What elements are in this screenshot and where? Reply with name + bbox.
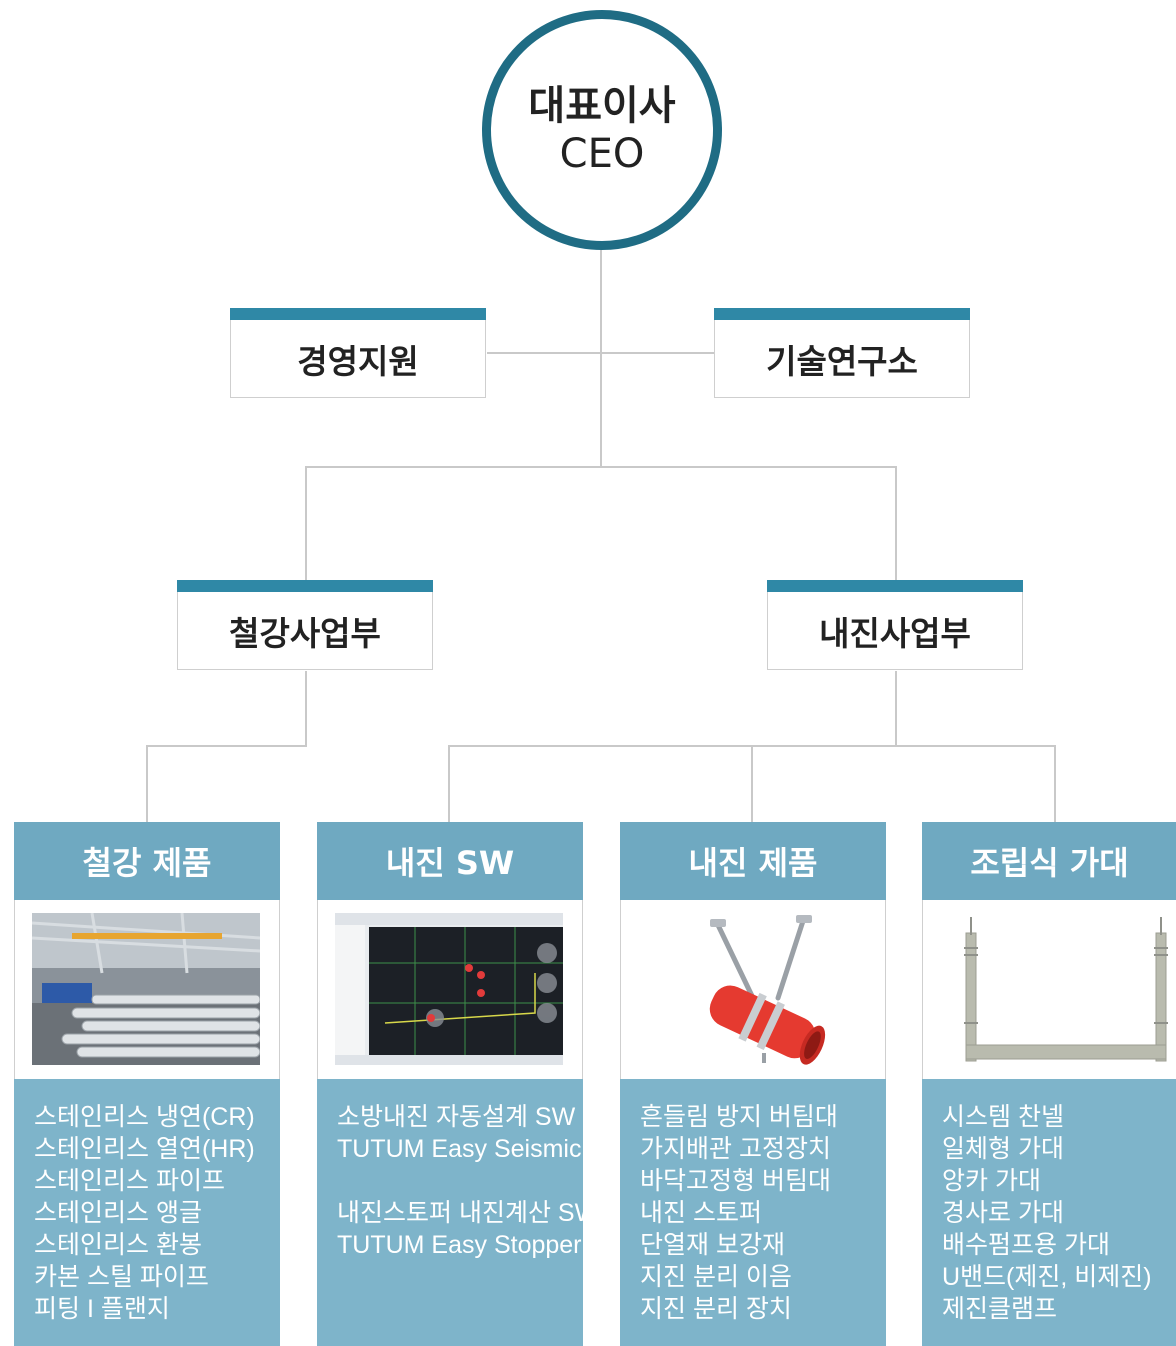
list-item: 소방내진 자동설계 SW <box>337 1103 576 1131</box>
list-item: 지진 분리 이음 <box>640 1263 792 1291</box>
list-item: 일체형 가대 <box>942 1135 1064 1163</box>
steel-factory-photo-icon <box>32 913 260 1065</box>
card-title: 조립식 가대 <box>922 822 1176 900</box>
node-label: 철강사업부 <box>229 614 381 653</box>
list-item: 스테인리스 환봉 <box>34 1231 202 1259</box>
list-item: TUTUM Easy Stopper <box>337 1231 582 1259</box>
list-item: 카본 스틸 파이프 <box>34 1263 209 1291</box>
list-item: 스테인리스 열연(HR) <box>34 1135 255 1163</box>
sway-brace-product-icon <box>638 913 866 1065</box>
connector-line <box>305 466 307 581</box>
list-item: 제진클램프 <box>942 1295 1058 1323</box>
card-title: 내진 SW <box>317 822 583 900</box>
connector-line <box>146 745 307 747</box>
division-node-seismic: 내진사업부 <box>767 580 1023 670</box>
product-card-steel: 철강 제품 스테인리스 냉연(CR) 스테인리스 열연(HR) 스테인리스 파이… <box>14 822 280 1346</box>
list-item: TUTUM Easy Seismic <box>337 1135 582 1163</box>
card-item-list: 스테인리스 냉연(CR) 스테인리스 열연(HR) 스테인리스 파이프 스테인리… <box>14 1079 280 1346</box>
card-item-list: 흔들림 방지 버팀대 가지배관 고정장치 바닥고정형 버팀대 내진 스토퍼 단열… <box>620 1079 886 1346</box>
node-accent-bar <box>177 580 433 592</box>
node-label: 기술연구소 <box>766 342 918 381</box>
node-accent-bar <box>767 580 1023 592</box>
product-card-seismic-products: 내진 제품 흔들림 방지 버팀대 가지배관 고정장치 바닥고정형 버팀대 내진 … <box>620 822 886 1346</box>
connector-line <box>305 671 307 747</box>
list-item: 내진스토퍼 내진계산 SW <box>337 1199 599 1227</box>
connector-line <box>1054 745 1056 823</box>
card-item-list: 소방내진 자동설계 SW TUTUM Easy Seismic 내진스토퍼 내진… <box>317 1079 599 1346</box>
node-accent-bar <box>230 308 486 320</box>
ceo-title-ko: 대표이사 <box>528 83 676 129</box>
list-item: 가지배관 고정장치 <box>640 1135 831 1163</box>
ceo-title-en: CEO <box>559 131 645 177</box>
list-item: 내진 스토퍼 <box>640 1199 762 1227</box>
prefab-frame-icon <box>940 913 1168 1065</box>
list-item: 경사로 가대 <box>942 1199 1064 1227</box>
division-node-steel: 철강사업부 <box>177 580 433 670</box>
node-label: 내진사업부 <box>819 614 971 653</box>
connector-line <box>487 352 715 354</box>
connector-line <box>600 245 602 467</box>
card-title: 내진 제품 <box>620 822 886 900</box>
connector-line <box>448 745 450 823</box>
list-item: 스테인리스 앵글 <box>34 1199 202 1227</box>
list-item: 시스템 찬넬 <box>942 1103 1064 1131</box>
list-item: 배수펌프용 가대 <box>942 1231 1110 1259</box>
list-item: U밴드(제진, 비제진) <box>942 1263 1152 1291</box>
card-title: 철강 제품 <box>14 822 280 900</box>
list-item: 앙카 가대 <box>942 1167 1041 1195</box>
list-item: 바닥고정형 버팀대 <box>640 1167 831 1195</box>
connector-line <box>146 745 148 823</box>
list-item: 스테인리스 냉연(CR) <box>34 1103 255 1131</box>
connector-line <box>895 671 897 747</box>
product-card-prefab-frame: 조립식 가대 시스템 찬넬 일체형 가대 앙카 가대 경사로 가대 배수펌프용 … <box>922 822 1176 1346</box>
staff-node-rnd-center: 기술연구소 <box>714 308 970 398</box>
connector-line <box>751 745 753 823</box>
list-item: 흔들림 방지 버팀대 <box>640 1103 838 1131</box>
node-label: 경영지원 <box>297 342 419 381</box>
list-item <box>337 1165 583 1197</box>
list-item: 스테인리스 파이프 <box>34 1167 225 1195</box>
staff-node-management-support: 경영지원 <box>230 308 486 398</box>
product-card-seismic-sw: 내진 SW 소방내진 자동설계 SW TUTUM Easy Seismic 내진… <box>317 822 599 1346</box>
node-accent-bar <box>714 308 970 320</box>
list-item: 피팅 I 플랜지 <box>34 1295 170 1323</box>
card-item-list: 시스템 찬넬 일체형 가대 앙카 가대 경사로 가대 배수펌프용 가대 U밴드(… <box>922 1079 1176 1346</box>
software-screenshot-icon <box>335 913 563 1065</box>
connector-line <box>305 466 897 468</box>
ceo-node: 대표이사 CEO <box>482 10 722 250</box>
list-item: 단열재 보강재 <box>640 1231 785 1259</box>
list-item: 지진 분리 장치 <box>640 1295 792 1323</box>
connector-line <box>895 466 897 581</box>
